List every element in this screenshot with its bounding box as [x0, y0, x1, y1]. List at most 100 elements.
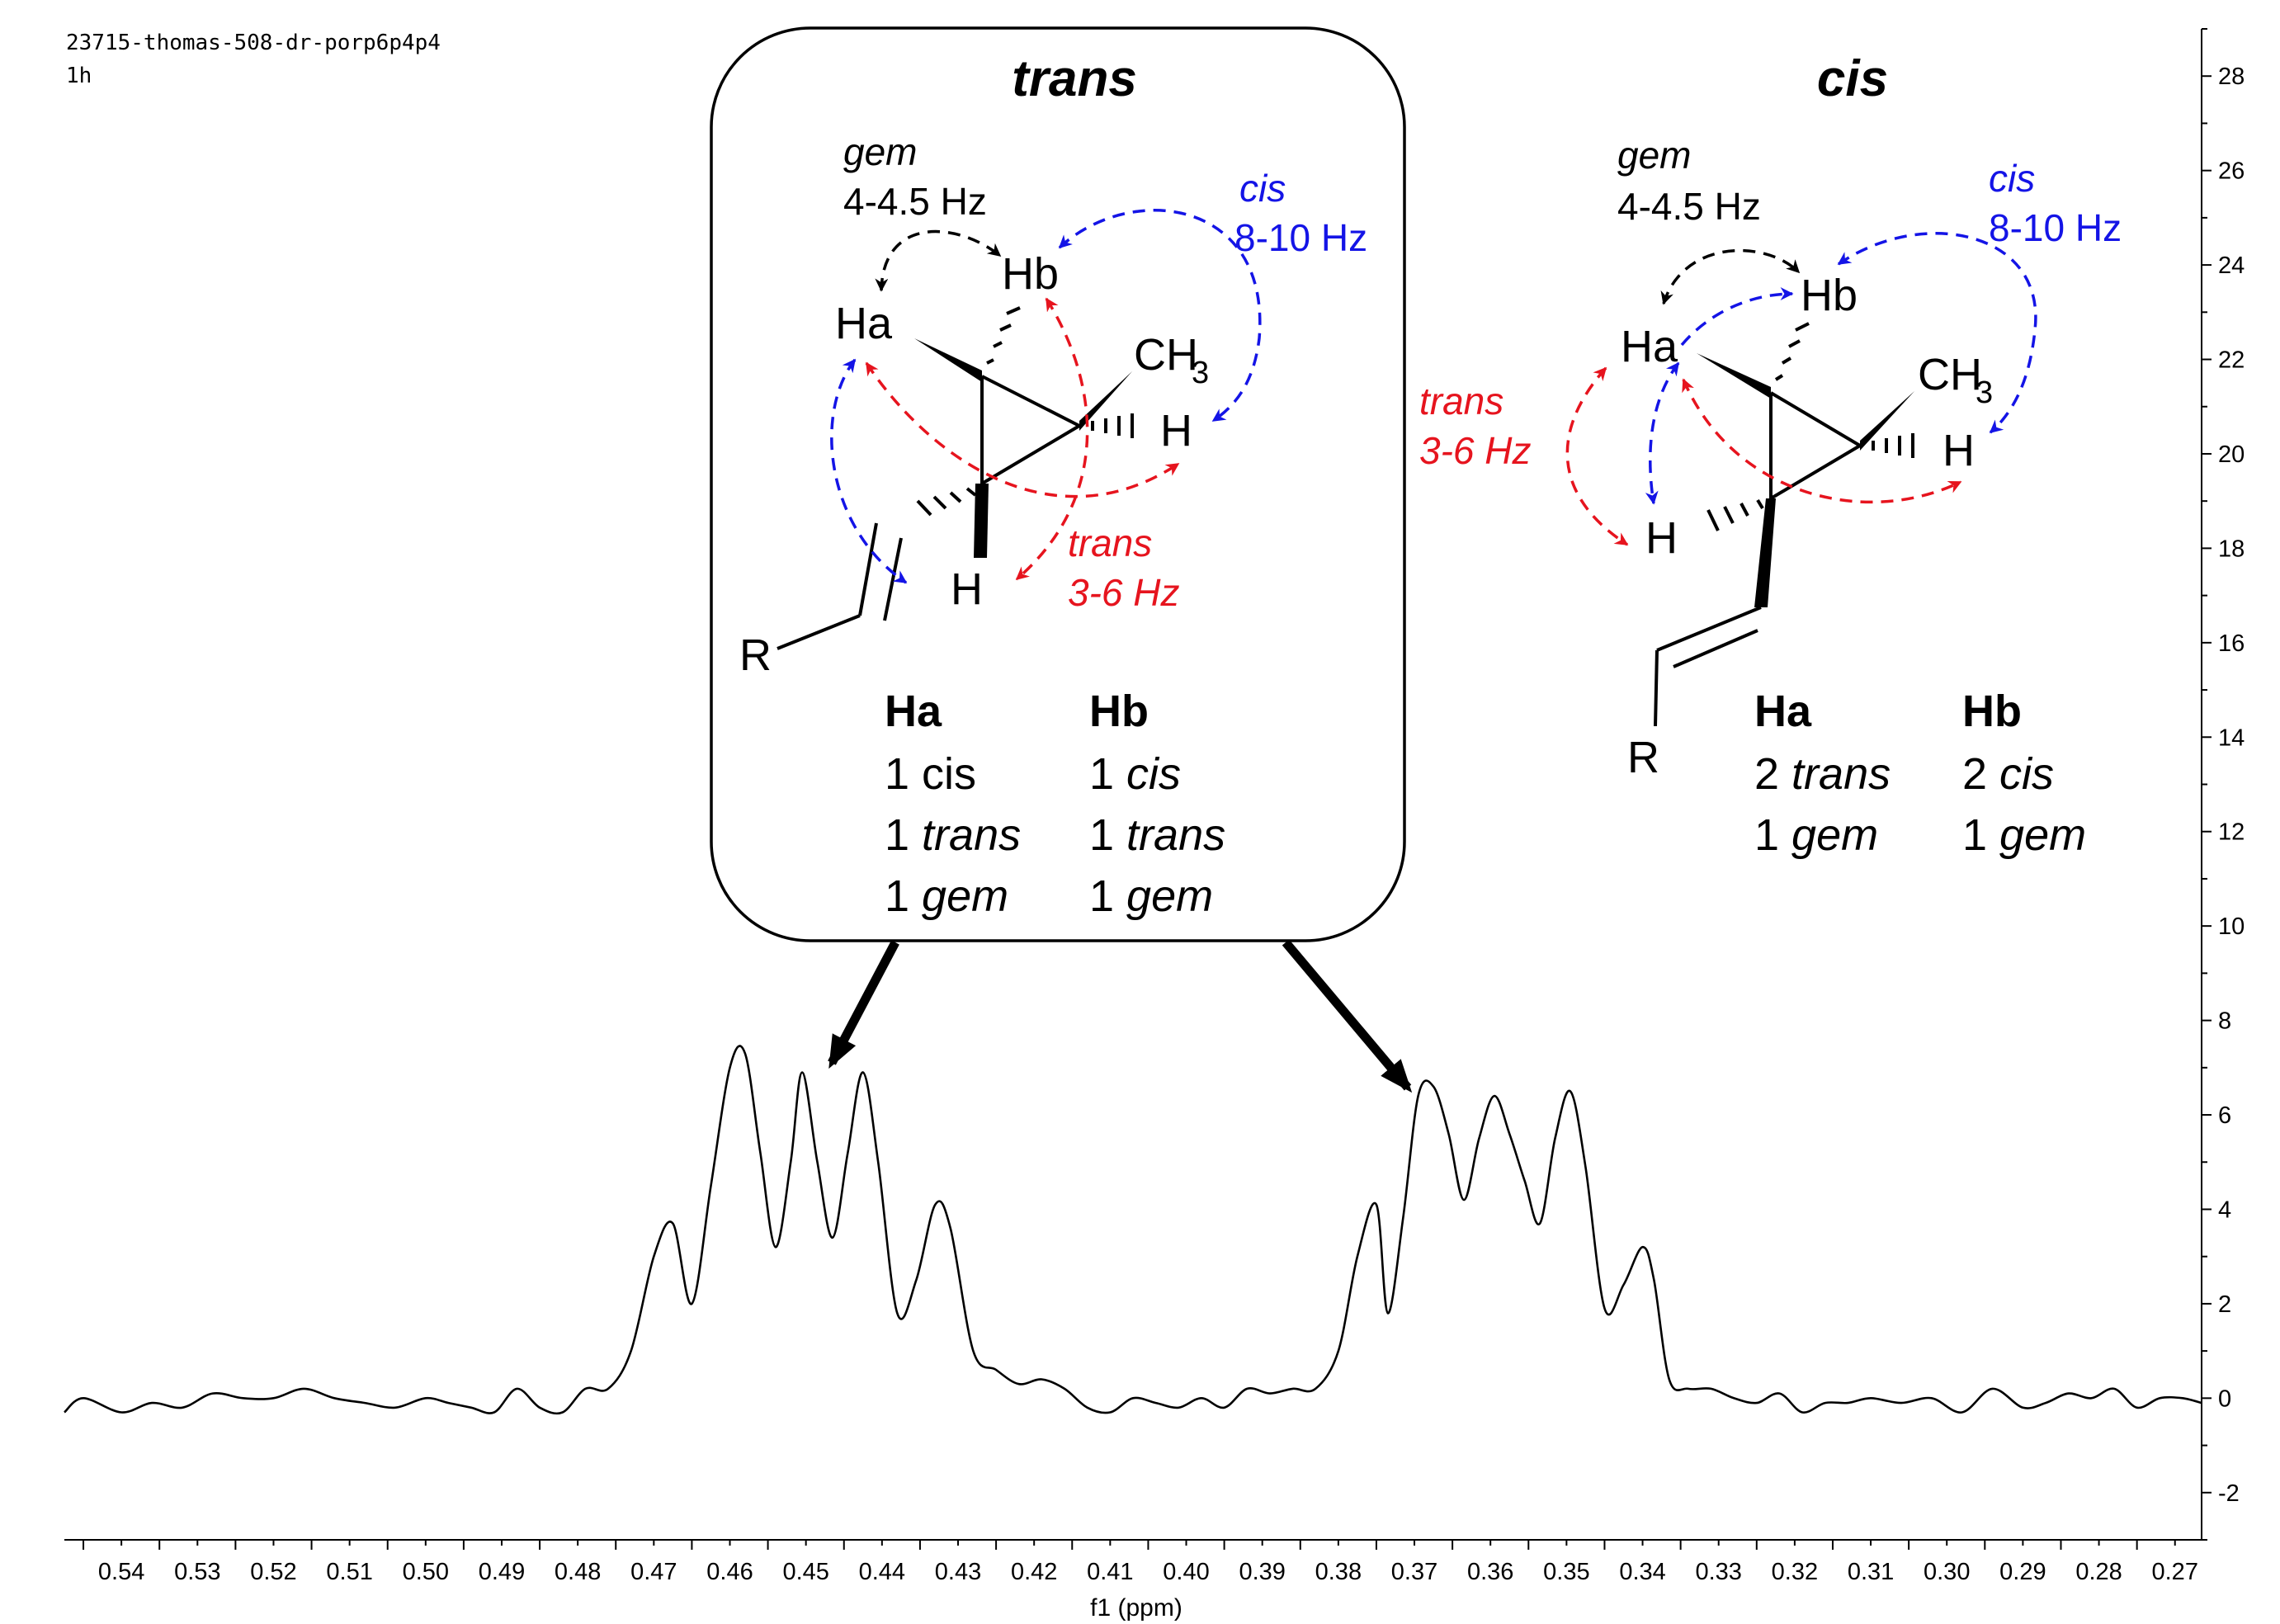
- cis-gem-coupling-arrow: [1660, 248, 1801, 305]
- x-tick-label: 0.49: [479, 1559, 525, 1585]
- x-tick-label: 0.38: [1315, 1559, 1362, 1585]
- cis-trans-coupling-arrow-bottom: [1682, 378, 1962, 504]
- cis-atom-h-right: H: [1942, 426, 1975, 475]
- cis-trans-coupling-arrow-left: [1565, 366, 1629, 546]
- trans-table-hb-row: 1 trans: [1089, 810, 1225, 860]
- trans-coupling-table: Ha Hb 1 cis 1 trans 1 gem 1 cis 1 trans …: [885, 687, 1225, 921]
- trans-gem-label: gem: [843, 130, 917, 173]
- y-tick-label: 12: [2218, 819, 2245, 846]
- x-tick-label: 0.31: [1848, 1559, 1894, 1585]
- dataset-name: 23715-thomas-508-dr-porp6p4p4: [66, 31, 441, 55]
- trans-trans-coupling-arrow-ha: [865, 361, 1180, 498]
- trans-table-hb-row: 1 gem: [1089, 871, 1213, 921]
- x-tick-label: 0.29: [1999, 1559, 2046, 1585]
- trans-title: trans: [1012, 50, 1137, 107]
- cis-wedge-vinyl: [1754, 498, 1776, 607]
- cis-atom-ch3-subscript: 3: [1976, 375, 1993, 410]
- trans-atom-h-bottom: H: [951, 564, 983, 614]
- x-tick-label: 0.51: [326, 1559, 372, 1585]
- x-tick-label: 0.30: [1924, 1559, 1970, 1585]
- cis-vinyl-double-1: [1656, 606, 1762, 652]
- x-tick-label: 0.37: [1391, 1559, 1437, 1585]
- x-tick-label: 0.45: [782, 1559, 828, 1585]
- trans-cis-value: 8-10 Hz: [1234, 216, 1367, 259]
- x-tick-label: 0.43: [935, 1559, 981, 1585]
- trans-atom-ch3-subscript: 3: [1192, 356, 1209, 390]
- x-tick-label: 0.41: [1087, 1559, 1133, 1585]
- x-tick-label: 0.32: [1772, 1559, 1818, 1585]
- cis-table-hb-row: 1 gem: [1962, 810, 2086, 860]
- trans-cis-coupling-arrow-ha: [830, 358, 908, 584]
- trans-trans-value: 3-6 Hz: [1068, 571, 1179, 614]
- x-tick-label: 0.54: [98, 1559, 144, 1585]
- cis-hash-h-right: [1872, 433, 1914, 458]
- cis-cis-label: cis: [1989, 157, 2035, 200]
- trans-atom-hb: Hb: [1002, 249, 1059, 299]
- cis-atom-ha: Ha: [1621, 322, 1678, 371]
- trans-table-hb-header: Hb: [1089, 687, 1149, 736]
- trans-panel: trans: [710, 26, 1406, 942]
- cis-table-ha-header: Ha: [1754, 687, 1812, 736]
- trans-table-ha-row: 1 gem: [885, 871, 1008, 921]
- wedge-h-bottom: [974, 484, 989, 558]
- x-tick-label: 0.53: [174, 1559, 220, 1585]
- x-tick-label: 0.28: [2075, 1559, 2122, 1585]
- cis-table-ha-row: 2 trans: [1754, 749, 1891, 799]
- cis-hash-h-left: [1706, 498, 1764, 531]
- x-tick-label: 0.33: [1695, 1559, 1741, 1585]
- cis-trans-label: trans: [1419, 380, 1503, 423]
- y-tick-label: 4: [2218, 1197, 2231, 1223]
- cis-title: cis: [1817, 50, 1888, 107]
- y-tick-label: 8: [2218, 1008, 2231, 1035]
- y-tick-label: 10: [2218, 914, 2245, 940]
- trans-gem-coupling-arrow: [875, 229, 1002, 292]
- trans-atom-ha: Ha: [835, 299, 893, 348]
- x-tick-label: 0.46: [706, 1559, 753, 1585]
- trans-trans-coupling-arrow-hb: [1015, 297, 1089, 581]
- cis-panel: cis: [1419, 50, 2122, 860]
- y-tick-label: 18: [2218, 536, 2245, 562]
- cis-molecule: [1654, 322, 1914, 727]
- cis-atom-ch: CH: [1918, 350, 1982, 399]
- cis-table-hb-row: 2 cis: [1962, 749, 2054, 799]
- trans-table-ha-row: 1 cis: [885, 749, 976, 799]
- y-tick-label: -2: [2218, 1480, 2240, 1507]
- trans-table-hb-row: 1 cis: [1089, 749, 1181, 799]
- trans-atom-r: R: [739, 630, 772, 680]
- experiment-type: 1h: [66, 64, 92, 88]
- trans-trans-label: trans: [1068, 522, 1152, 564]
- x-tick-label: 0.52: [250, 1559, 296, 1585]
- x-tick-label: 0.50: [403, 1559, 449, 1585]
- cis-trans-value: 3-6 Hz: [1419, 429, 1531, 472]
- x-tick-label: 0.36: [1467, 1559, 1513, 1585]
- y-tick-label: 26: [2218, 158, 2245, 185]
- y-tick-label: 2: [2218, 1291, 2231, 1318]
- arrow-to-hb-multiplet: [1282, 939, 1413, 1093]
- bond-r: [777, 614, 861, 650]
- y-tick-label: 14: [2218, 725, 2245, 751]
- y-tick-label: 16: [2218, 630, 2245, 657]
- cis-cis-value: 8-10 Hz: [1989, 206, 2122, 249]
- cis-bond-r: [1654, 649, 1659, 727]
- cis-cis-coupling-arrow-hb: [1837, 232, 2037, 434]
- x-tick-label: 0.39: [1239, 1559, 1285, 1585]
- x-tick-label: 0.34: [1619, 1559, 1665, 1585]
- x-tick-label: 0.35: [1543, 1559, 1589, 1585]
- y-tick-label: 6: [2218, 1102, 2231, 1129]
- x-tick-label: 0.48: [555, 1559, 601, 1585]
- cis-hash-hb: [1774, 322, 1810, 381]
- trans-cis-label: cis: [1239, 167, 1286, 210]
- cis-vinyl-double-2: [1673, 629, 1758, 668]
- y-tick-label: 24: [2218, 253, 2245, 279]
- y-tick-label: 0: [2218, 1386, 2231, 1412]
- trans-table-ha-header: Ha: [885, 687, 942, 736]
- cis-gem-label: gem: [1617, 134, 1691, 177]
- x-tick-label: 0.27: [2152, 1559, 2198, 1585]
- cis-cis-coupling-arrow-ha-hb: [1680, 287, 1794, 347]
- arrow-to-ha-multiplet: [828, 940, 899, 1069]
- cis-cis-coupling-arrow-ha-h: [1645, 361, 1680, 505]
